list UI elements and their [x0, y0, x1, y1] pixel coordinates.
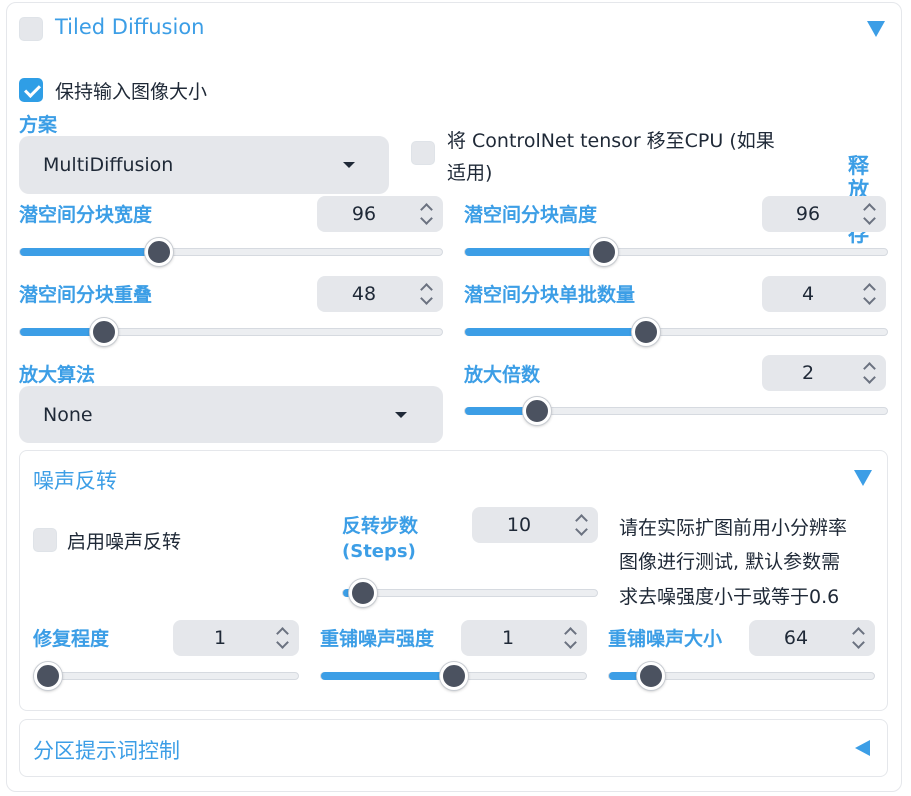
scale-factor-input[interactable]: 2	[762, 355, 886, 391]
upscaler-dropdown[interactable]: None	[19, 386, 443, 443]
spinner-icon[interactable]	[419, 202, 435, 226]
spinner-icon[interactable]	[275, 626, 291, 650]
collapse-triangle-icon[interactable]	[867, 21, 885, 37]
spinner-icon[interactable]	[851, 626, 867, 650]
slider-fill	[321, 672, 454, 680]
slider-knob[interactable]	[34, 662, 62, 690]
retouch-value: 1	[213, 627, 227, 649]
region-prompt-panel[interactable]	[19, 719, 888, 777]
inversion-steps-slider[interactable]	[342, 579, 598, 607]
renoise-strength-label: 重铺噪声强度	[320, 628, 435, 650]
tile-width-slider[interactable]	[19, 238, 443, 266]
retouch-label: 修复程度	[33, 628, 110, 650]
chevron-down-icon	[395, 411, 407, 418]
tile-width-label: 潜空间分块宽度	[19, 204, 153, 226]
upscaler-label: 放大算法	[19, 364, 96, 386]
tile-width-input[interactable]: 96	[317, 196, 443, 232]
retouch-slider[interactable]	[33, 662, 299, 690]
renoise-strength-slider[interactable]	[320, 662, 587, 690]
tile-overlap-value: 48	[351, 283, 377, 305]
move-controlnet-label-line1: 将 ControlNet tensor 移至CPU (如果	[447, 130, 775, 152]
tile-batch-value: 4	[801, 283, 815, 305]
spinner-icon[interactable]	[862, 361, 878, 385]
tile-width-value: 96	[351, 203, 377, 225]
slider-knob[interactable]	[145, 238, 174, 266]
expand-triangle-icon[interactable]	[855, 740, 870, 756]
spinner-icon[interactable]	[862, 282, 878, 306]
slider-fill	[20, 248, 160, 256]
spinner-icon[interactable]	[563, 626, 579, 650]
slider-knob[interactable]	[90, 318, 119, 346]
inversion-steps-input[interactable]: 10	[472, 507, 598, 543]
clipped-label-line1: 释	[848, 154, 869, 178]
move-controlnet-checkbox[interactable]	[411, 141, 435, 165]
note-line1: 请在实际扩图前用小分辨率	[619, 517, 848, 539]
tile-overlap-slider[interactable]	[19, 318, 443, 346]
region-prompt-title[interactable]: 分区提示词控制	[33, 739, 180, 763]
slider-knob[interactable]	[632, 318, 661, 346]
renoise-strength-input[interactable]: 1	[461, 620, 587, 656]
renoise-strength-value: 1	[501, 627, 515, 649]
inversion-steps-sublabel: (Steps)	[342, 541, 416, 562]
note-line2: 图像进行测试, 默认参数需	[619, 551, 841, 573]
slider-knob[interactable]	[349, 579, 378, 607]
enable-tiled-diffusion-checkbox[interactable]	[19, 17, 43, 41]
panel-title[interactable]: Tiled Diffusion	[55, 15, 205, 39]
spinner-icon[interactable]	[419, 282, 435, 306]
tile-height-input[interactable]: 96	[762, 196, 886, 232]
tile-batch-slider[interactable]	[464, 318, 888, 346]
keep-input-size-label: 保持输入图像大小	[55, 81, 208, 103]
slider-fill	[465, 248, 605, 256]
chevron-down-icon	[343, 162, 355, 168]
spinner-icon[interactable]	[862, 202, 878, 226]
noise-inversion-title[interactable]: 噪声反转	[33, 469, 117, 493]
renoise-kernel-input[interactable]: 64	[749, 620, 875, 656]
renoise-kernel-slider[interactable]	[608, 662, 875, 690]
renoise-kernel-value: 64	[783, 627, 809, 649]
tile-height-slider[interactable]	[464, 238, 888, 266]
slider-fill	[465, 407, 537, 415]
slider-knob[interactable]	[439, 662, 468, 690]
collapse-triangle-icon[interactable]	[854, 470, 872, 486]
method-label: 方案	[19, 114, 58, 136]
slider-knob[interactable]	[590, 238, 619, 266]
enable-noise-inversion-checkbox[interactable]	[33, 528, 57, 552]
tile-overlap-label: 潜空间分块重叠	[19, 284, 153, 306]
renoise-kernel-label: 重铺噪声大小	[608, 628, 723, 650]
spinner-icon[interactable]	[574, 513, 590, 537]
tile-overlap-input[interactable]: 48	[317, 276, 443, 312]
slider-knob[interactable]	[522, 397, 551, 425]
tile-height-label: 潜空间分块高度	[464, 204, 598, 226]
upscaler-value: None	[43, 403, 93, 426]
scale-factor-value: 2	[801, 362, 815, 384]
keep-input-size-checkbox[interactable]	[19, 78, 43, 102]
slider-fill	[465, 328, 647, 336]
slider-knob[interactable]	[637, 662, 666, 690]
retouch-input[interactable]: 1	[173, 620, 299, 656]
tile-batch-label: 潜空间分块单批数量	[464, 284, 636, 306]
method-value: MultiDiffusion	[43, 154, 174, 176]
inversion-steps-value: 10	[506, 514, 532, 536]
note-line3: 求去噪强度小于或等于0.6	[619, 586, 840, 608]
tile-batch-input[interactable]: 4	[762, 276, 886, 312]
scale-factor-slider[interactable]	[464, 397, 888, 425]
tile-height-value: 96	[795, 203, 821, 225]
move-controlnet-label-line2: 适用)	[447, 162, 493, 184]
scale-factor-label: 放大倍数	[464, 364, 541, 386]
inversion-steps-label: 反转步数	[342, 515, 419, 537]
slider-fill	[20, 328, 105, 336]
enable-noise-inversion-label: 启用噪声反转	[67, 531, 182, 553]
slider-fill	[609, 672, 652, 680]
method-dropdown[interactable]: MultiDiffusion	[19, 136, 389, 194]
